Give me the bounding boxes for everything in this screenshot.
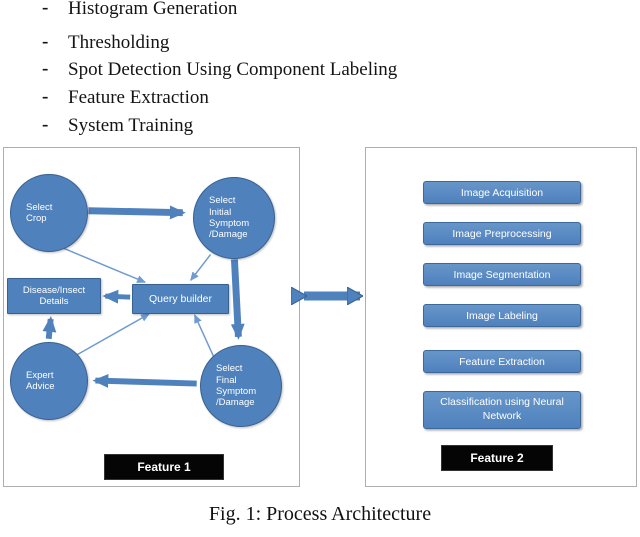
flow-arrows (42, 205, 245, 388)
arrow-final-to-query (194, 314, 216, 360)
node-label: Select Final Symptom /Damage (216, 363, 257, 409)
node-select-crop: Select Crop (10, 174, 88, 252)
arrow-initial-to-final (230, 259, 245, 340)
arrow-initial-to-query (190, 253, 212, 282)
step-image-acquisition: Image Acquisition (423, 181, 581, 204)
bullet-item: Feature Extraction (40, 86, 600, 109)
node-select-final-symptom: Select Final Symptom /Damage (200, 345, 282, 427)
node-expert-advice: Expert Advice (10, 342, 88, 420)
node-label: Select Initial Symptom /Damage (209, 195, 250, 241)
node-label: Expert Advice (26, 369, 55, 392)
arrow-crop-to-query (61, 246, 146, 283)
arrow-expert-to-query (73, 313, 150, 358)
node-select-initial-symptom: Select Initial Symptom /Damage (193, 177, 275, 259)
arrow-crop-to-initial (88, 205, 186, 220)
double-arrow-icon (290, 280, 374, 312)
arrow-final-to-expert (92, 373, 197, 388)
step-classification: Classification using Neural Network (423, 391, 581, 429)
arrow-query-to-details (102, 289, 131, 304)
node-label: Select Crop (26, 201, 53, 224)
bullet-list: Histogram Generation Thresholding Spot D… (40, 0, 600, 137)
node-query-builder: Query builder (132, 284, 229, 314)
bullet-item: Histogram Generation (40, 0, 600, 20)
bullet-item: Spot Detection Using Component Labeling (40, 58, 600, 81)
step-image-segmentation: Image Segmentation (423, 263, 581, 286)
feature1-panel: Select Crop Select Initial Symptom /Dama… (3, 147, 300, 487)
feature2-label: Feature 2 (441, 445, 553, 471)
step-image-labeling: Image Labeling (423, 304, 581, 327)
node-disease-insect-details: Disease/Insect Details (7, 278, 101, 314)
bullet-item: System Training (40, 114, 600, 137)
arrow-expert-to-details (42, 316, 57, 340)
feature2-panel: Image Acquisition Image Preprocessing Im… (365, 147, 637, 487)
step-feature-extraction: Feature Extraction (423, 350, 581, 373)
feature1-label: Feature 1 (104, 454, 224, 480)
step-image-preprocessing: Image Preprocessing (423, 222, 581, 245)
bullet-item: Thresholding (40, 31, 600, 54)
figure-caption: Fig. 1: Process Architecture (208, 503, 432, 525)
